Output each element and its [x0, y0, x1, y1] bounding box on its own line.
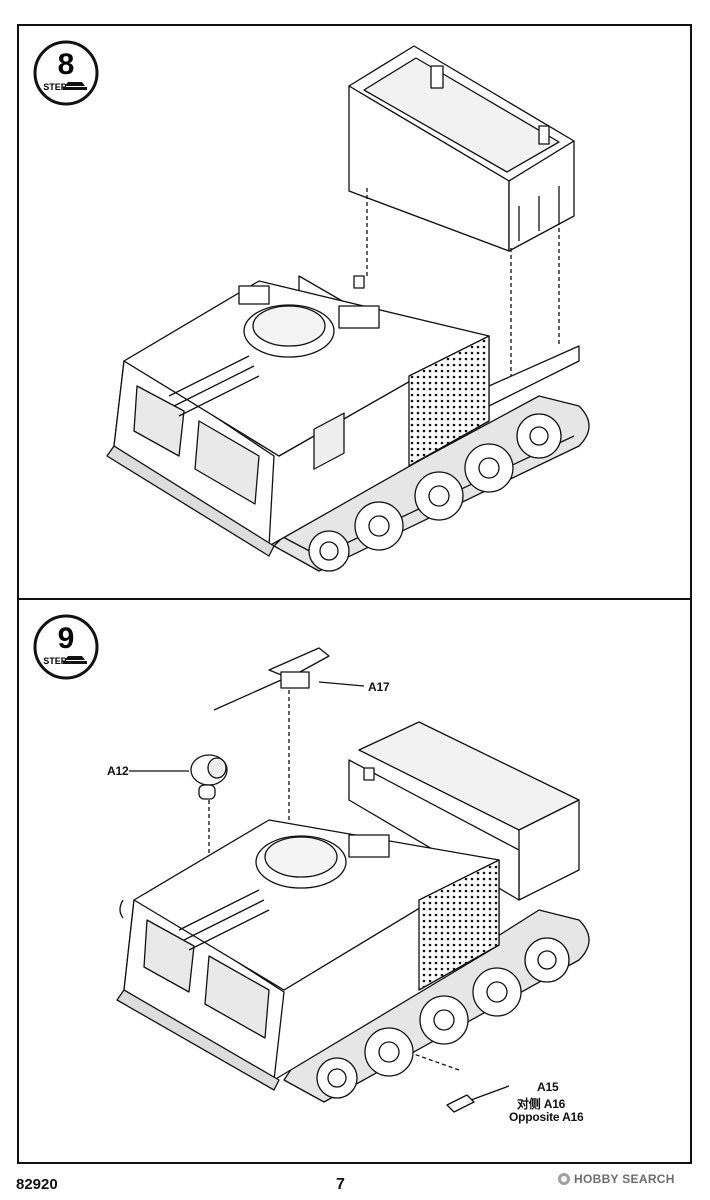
cargo-box — [348, 45, 575, 252]
step-number: 8 — [58, 48, 75, 81]
step-label: STEP — [43, 656, 67, 666]
label-a15-note-en: Opposite A16 — [509, 1110, 584, 1124]
searchlight-part — [190, 754, 228, 800]
product-code: 82920 — [16, 1176, 58, 1193]
step-9-assembly-drawing — [116, 647, 590, 1113]
step-8-assembly-drawing — [106, 45, 590, 572]
step-number: 9 — [58, 622, 75, 655]
step-9-panel: 9 STEP — [17, 598, 692, 1164]
label-a12: A12 — [107, 764, 129, 778]
step-8-badge: 8 STEP — [33, 40, 99, 106]
label-a17: A17 — [368, 680, 390, 694]
label-a15: A15 — [537, 1080, 559, 1094]
page-number: 7 — [336, 1176, 345, 1193]
watermark: HOBBY SEARCH — [558, 1172, 675, 1186]
step-8-panel: 8 STEP — [17, 24, 692, 600]
watermark-text: HOBBY SEARCH — [574, 1172, 675, 1186]
machine-gun-part — [213, 647, 330, 711]
step-9-badge: 9 STEP — [33, 614, 99, 680]
label-a15-note-cn: 对侧 A16 — [517, 1097, 566, 1111]
step-label: STEP — [43, 82, 67, 92]
part-a15 — [446, 1085, 510, 1113]
watermark-logo-icon — [558, 1173, 570, 1185]
